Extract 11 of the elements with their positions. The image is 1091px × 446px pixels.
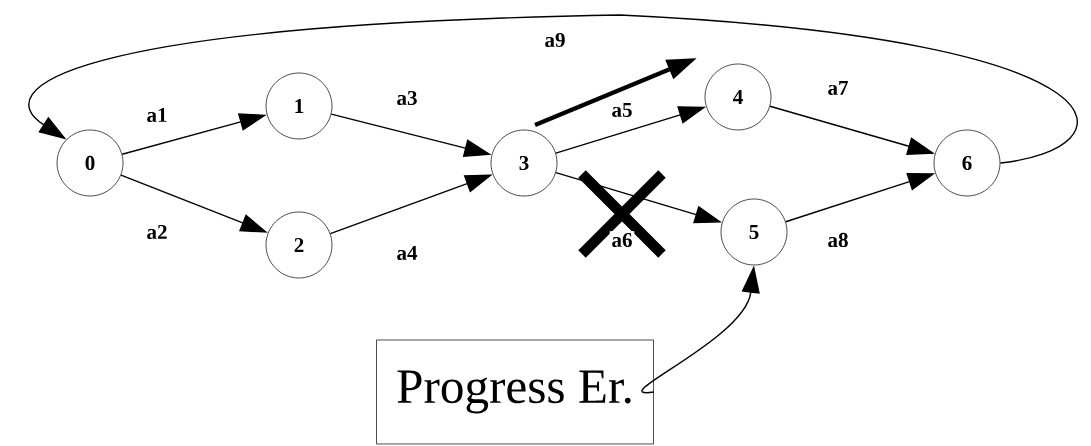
edge-label: a4 [394, 244, 420, 262]
edge-label: a9 [542, 31, 568, 49]
edge-label: a1 [144, 106, 170, 124]
edge-label: a2 [144, 223, 170, 241]
edge-label: a6 [609, 231, 635, 249]
arrow [28, 14, 1078, 164]
edge-label: a3 [394, 89, 420, 107]
edge-label: a7 [825, 79, 851, 97]
edge-label: a8 [825, 231, 851, 249]
edge-label: a5 [609, 101, 635, 119]
text-box: Progress Er. [376, 339, 654, 445]
